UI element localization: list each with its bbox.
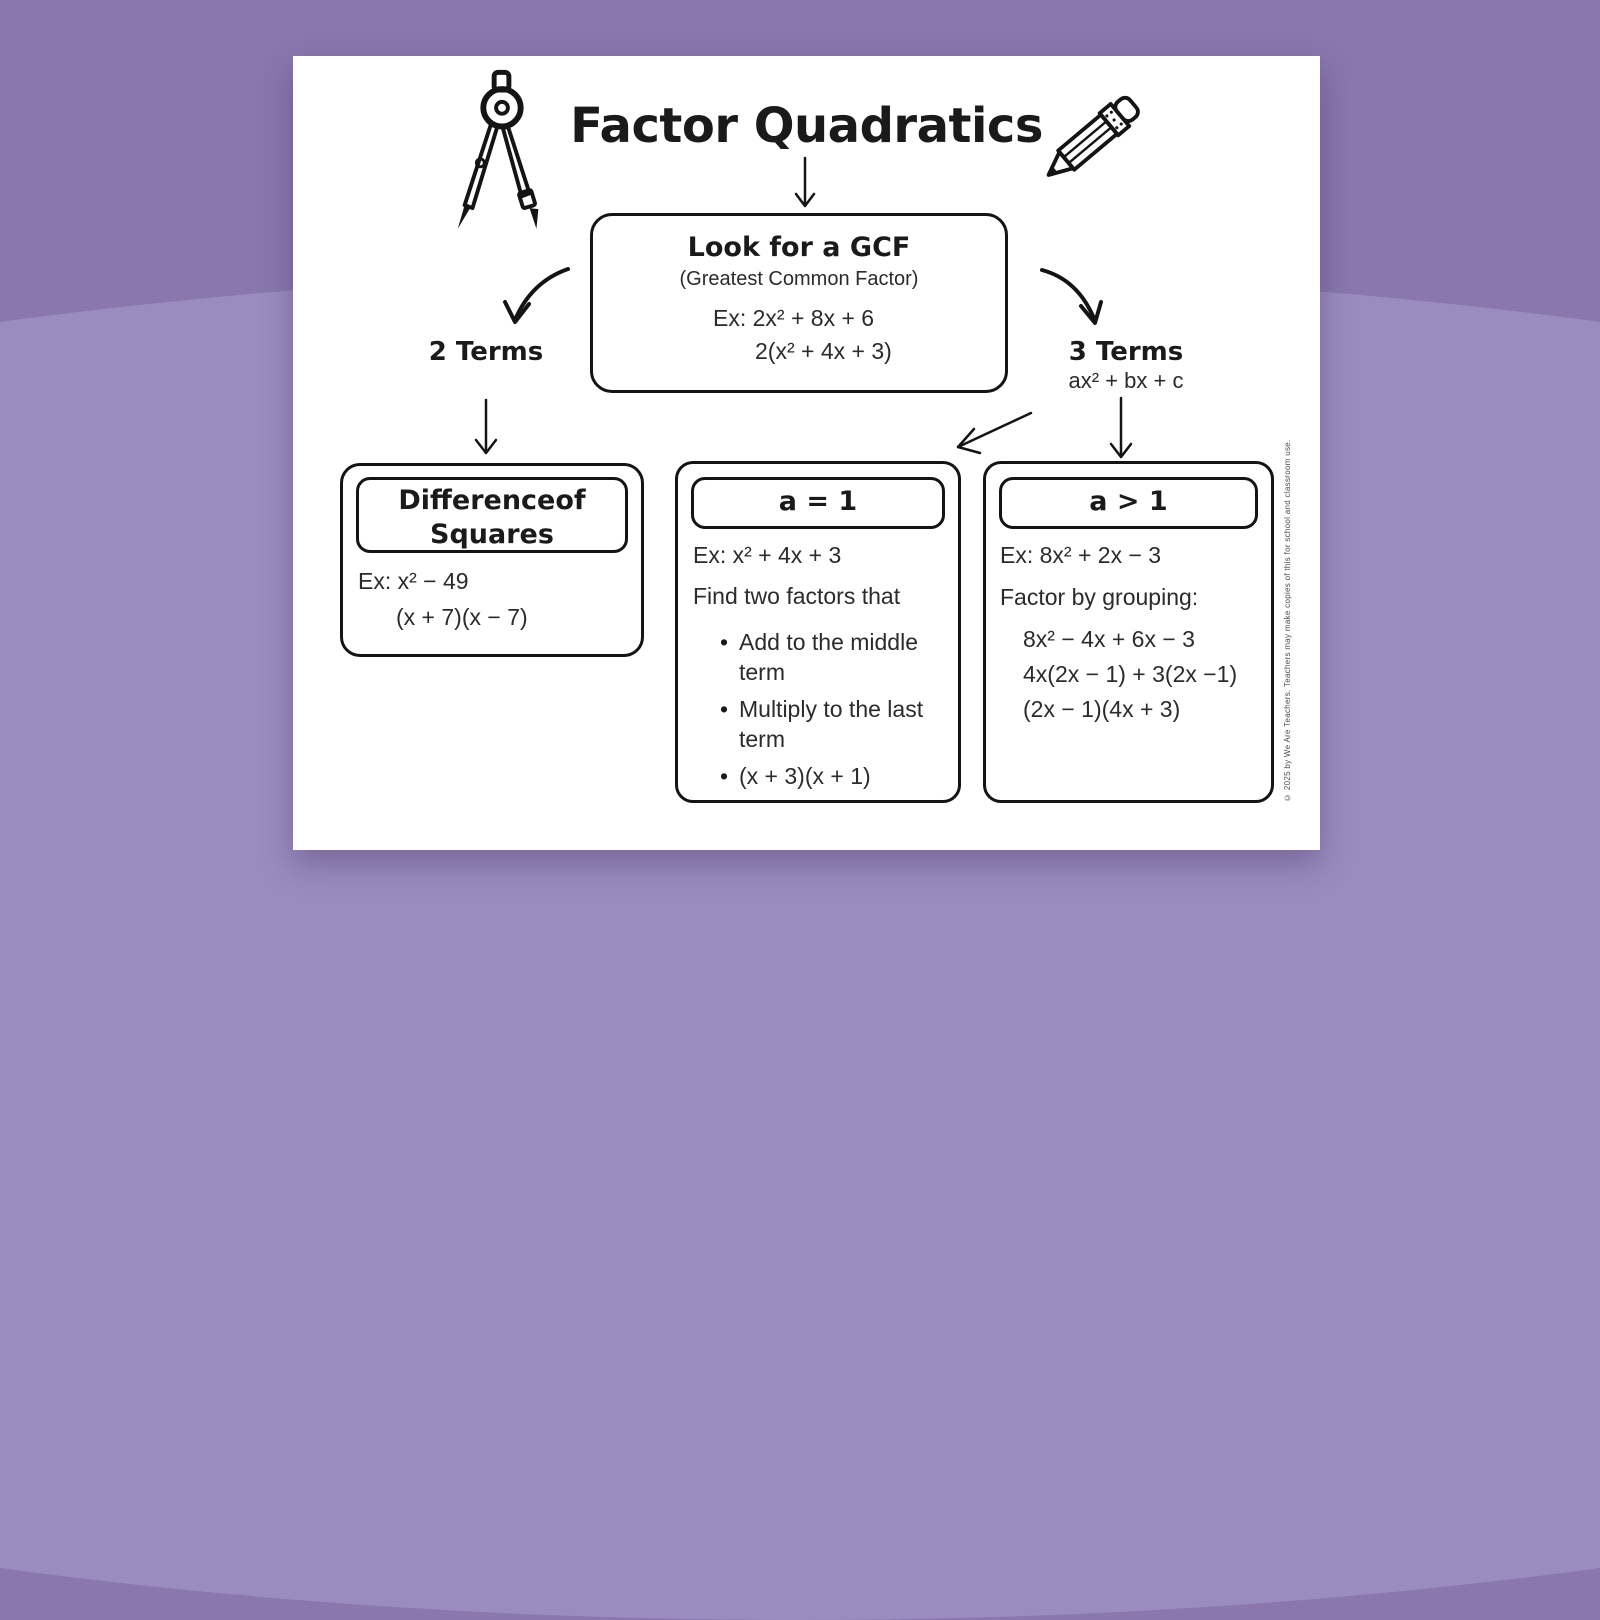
- gcf-examples: Ex: 2x² + 8x + 6 2(x² + 4x + 3): [713, 302, 892, 368]
- pencil-icon: [1046, 95, 1140, 177]
- copyright-note: © 2025 by We Are Teachers. Teachers may …: [1283, 439, 1292, 802]
- a-equals-1-header: a = 1: [691, 477, 945, 529]
- a-equals-1-bullet-list: Add to the middle term Multiply to the l…: [720, 627, 938, 798]
- gcf-subtitle: (Greatest Common Factor): [679, 268, 919, 290]
- three-terms-down-arrow: [1109, 396, 1133, 459]
- difference-example-line1: Ex: x² − 49: [358, 568, 469, 594]
- a-greater-1-box: a > 1 Ex: 8x² + 2x − 3 Factor by groupin…: [983, 461, 1274, 803]
- a-equals-1-box: a = 1 Ex: x² + 4x + 3 Find two factors t…: [675, 461, 961, 803]
- a-equals-1-example: Ex: x² + 4x + 3: [693, 542, 842, 568]
- difference-example-line2: (x + 7)(x − 7): [396, 604, 528, 630]
- three-terms-diagonal-arrow: [956, 411, 1033, 455]
- gcf-title: Look for a GCF: [687, 232, 911, 263]
- difference-title-line2: Squares: [430, 519, 554, 550]
- list-item: (x + 3)(x + 1): [720, 761, 938, 791]
- list-item: Multiply to the last term: [720, 694, 938, 754]
- two-terms-down-arrow: [474, 398, 498, 455]
- grouping-step: (2x − 1)(4x + 3): [1023, 696, 1181, 722]
- a-greater-1-steps: 8x² − 4x + 6x − 3 4x(2x − 1) + 3(2x −1) …: [1023, 622, 1237, 727]
- compass-icon: [457, 69, 539, 229]
- a-greater-1-intro: Factor by grouping:: [1000, 584, 1199, 610]
- title-down-arrow: [794, 156, 816, 208]
- difference-of-squares-header: Differenceof Squares: [356, 477, 628, 553]
- paper: Factor Quadratics Look for a GCF (Greate…: [293, 56, 1320, 850]
- gcf-right-curved-arrow: [1040, 268, 1103, 325]
- a-greater-1-example: Ex: 8x² + 2x − 3: [1000, 542, 1162, 568]
- a-greater-1-header: a > 1: [999, 477, 1258, 529]
- list-item: Add to the middle term: [720, 627, 938, 687]
- gcf-left-curved-arrow: [503, 267, 570, 324]
- grouping-step: 4x(2x − 1) + 3(2x −1): [1023, 661, 1238, 687]
- gcf-box: Look for a GCF (Greatest Common Factor) …: [590, 213, 1008, 393]
- branch-formula: ax² + bx + c: [1068, 368, 1184, 393]
- grouping-step: 8x² − 4x + 6x − 3: [1023, 626, 1195, 652]
- branch-label-2-terms: 2 Terms: [428, 337, 544, 367]
- page-title: Factor Quadratics: [570, 98, 1043, 154]
- gcf-example-line2: 2(x² + 4x + 3): [755, 338, 892, 364]
- branch-label-3-terms: 3 Terms: [1068, 337, 1184, 367]
- difference-of-squares-box: Differenceof Squares Ex: x² − 49 (x + 7)…: [340, 463, 644, 657]
- gcf-example-line1: Ex: 2x² + 8x + 6: [713, 305, 875, 331]
- difference-title-line1: Differenceof: [398, 485, 586, 516]
- a-equals-1-intro: Find two factors that: [693, 583, 901, 609]
